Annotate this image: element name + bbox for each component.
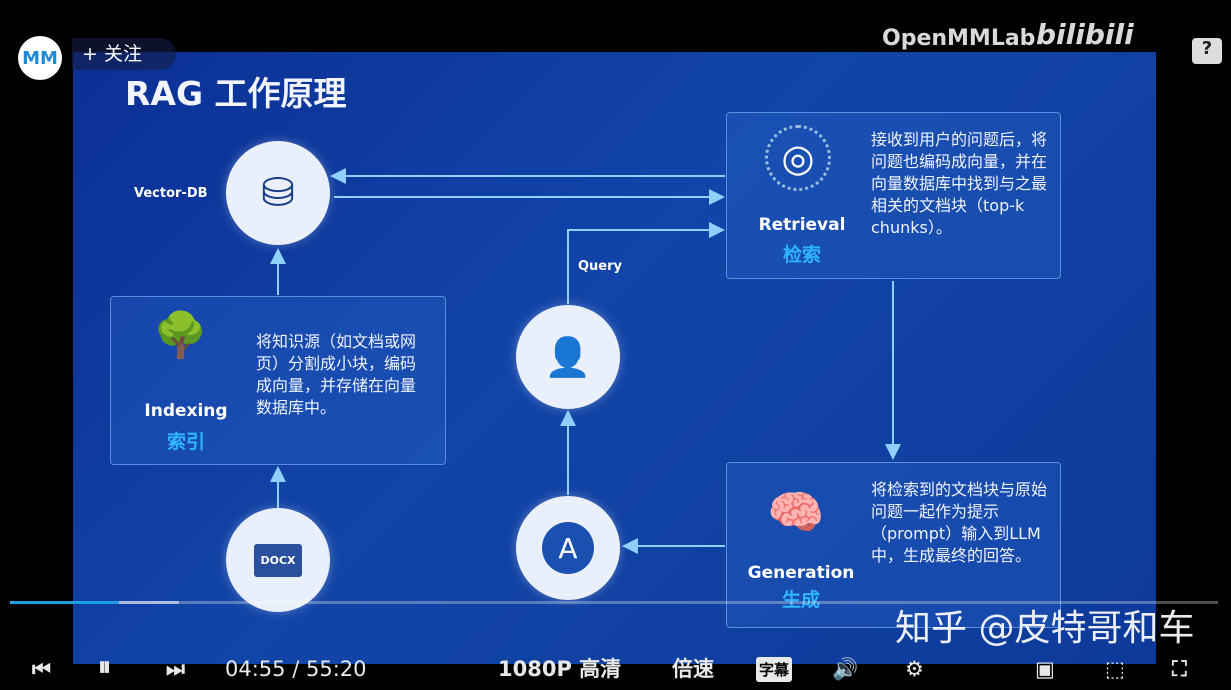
- vector-db-label: Vector-DB: [134, 186, 208, 201]
- answer-circle: A: [516, 496, 620, 600]
- indexing-desc: 将知识源（如文档或网页）分割成小块，编码成向量，并存储在向量数据库中。: [256, 332, 417, 417]
- retrieval-desc: 接收到用户的问题后，将问题也编码成向量，并在向量数据库中找到与之最相关的文档块（…: [871, 130, 1048, 237]
- bilibili-logo: bilibili: [1036, 18, 1134, 51]
- indexing-title: Indexing: [144, 401, 228, 421]
- previous-button[interactable]: ⏮: [32, 657, 51, 681]
- follow-button[interactable]: + 关注: [72, 38, 176, 70]
- progress-bar[interactable]: [10, 601, 1218, 604]
- arrow-query: [567, 222, 725, 304]
- retrieval-title: Retrieval: [758, 215, 846, 235]
- brain-icon: 🧠: [767, 485, 825, 539]
- generation-desc: 将检索到的文档块与原始问题一起作为提示（prompt）输入到LLM中，生成最终的…: [871, 480, 1048, 565]
- user-circle: 👤: [516, 305, 620, 409]
- progress-played: [10, 601, 119, 604]
- current-time: 04:55: [225, 657, 286, 681]
- next-button[interactable]: ⏭: [166, 657, 185, 681]
- pause-button[interactable]: ⏸: [98, 652, 112, 682]
- help-icon[interactable]: ?: [1192, 38, 1222, 64]
- answer-icon: A: [542, 522, 594, 574]
- subtitle-button[interactable]: 字幕: [756, 657, 793, 682]
- query-label: Query: [578, 259, 623, 274]
- quality-button[interactable]: 1080P 高清: [498, 657, 622, 681]
- generation-title-cn: 生成: [781, 589, 820, 611]
- zhihu-watermark: 知乎 @皮特哥和车: [895, 608, 1195, 649]
- widescreen-icon[interactable]: ⬚: [1105, 657, 1125, 681]
- retrieval-title-cn: 检索: [782, 244, 821, 266]
- duration: 55:20: [305, 657, 367, 681]
- slide-title: RAG 工作原理: [125, 74, 347, 113]
- docx-icon: DOCX: [254, 543, 302, 577]
- indexing-box: 🌳 Indexing 索引 将知识源（如文档或网页）分割成小块，编码成向量，并存…: [110, 296, 446, 465]
- generation-title: Generation: [747, 563, 855, 583]
- fullscreen-icon[interactable]: ⛶: [1172, 657, 1187, 681]
- volume-icon[interactable]: 🔊: [832, 657, 859, 681]
- indexing-title-cn: 索引: [166, 431, 205, 453]
- pip-icon[interactable]: ▣: [1035, 657, 1055, 681]
- knowledge-tree-icon: 🌳: [153, 310, 208, 361]
- user-chat-icon: 👤: [544, 334, 592, 379]
- channel-avatar[interactable]: MM: [18, 36, 62, 80]
- settings-icon[interactable]: ⚙: [905, 657, 924, 681]
- target-icon: ◎: [765, 125, 831, 191]
- speed-button[interactable]: 倍速: [672, 657, 714, 681]
- time-separator: /: [292, 657, 300, 681]
- docx-circle: DOCX: [226, 508, 330, 612]
- time-display: 04:55 / 55:20: [225, 656, 367, 682]
- openmmlab-watermark: OpenMMLab: [882, 26, 1036, 51]
- vector-db-circle: ⛁: [226, 141, 330, 245]
- retrieval-box: ◎ Retrieval 检索 接收到用户的问题后，将问题也编码成向量，并在向量数…: [726, 112, 1061, 279]
- generation-box: 🧠 Generation 生成 将检索到的文档块与原始问题一起作为提示（prom…: [726, 462, 1061, 628]
- database-icon: ⛁: [261, 170, 295, 216]
